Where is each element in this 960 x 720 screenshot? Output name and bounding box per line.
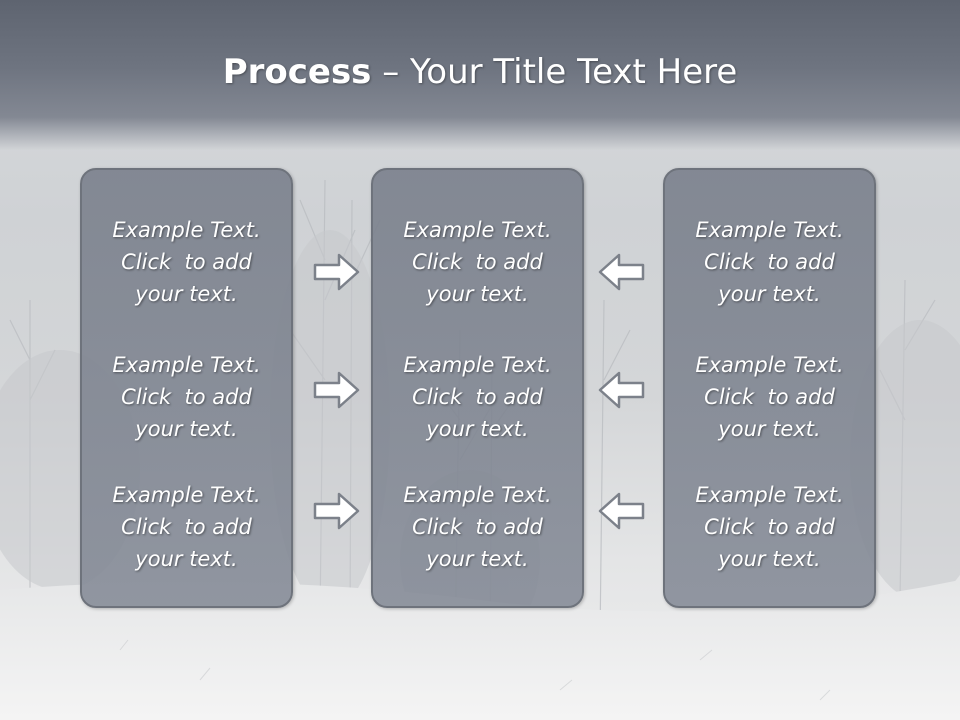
text-line: your text. <box>718 282 821 306</box>
arrow-left-icon <box>598 492 645 530</box>
text-line: your text. <box>135 547 238 571</box>
text-line: Example Text. <box>403 483 552 507</box>
text-line: your text. <box>718 417 821 441</box>
text-line: Example Text. <box>695 353 844 377</box>
text-block[interactable]: Example Text. Click to add your text. <box>373 214 582 310</box>
text-block[interactable]: Example Text. Click to add your text. <box>82 214 291 310</box>
title-bar <box>0 0 960 150</box>
text-line: Click to add <box>704 385 835 409</box>
text-line: Example Text. <box>112 483 261 507</box>
arrow-left-icon <box>598 371 645 409</box>
arrow-right-icon <box>313 371 360 409</box>
text-line: Click to add <box>704 250 835 274</box>
text-block[interactable]: Example Text. Click to add your text. <box>665 349 874 445</box>
text-line: your text. <box>135 282 238 306</box>
text-line: Click to add <box>704 515 835 539</box>
text-line: Example Text. <box>695 483 844 507</box>
text-line: your text. <box>135 417 238 441</box>
text-block[interactable]: Example Text. Click to add your text. <box>373 349 582 445</box>
arrow-right-icon <box>313 492 360 530</box>
text-line: Example Text. <box>695 218 844 242</box>
text-line: Example Text. <box>112 353 261 377</box>
title-bold: Process <box>222 52 372 92</box>
arrow-left-icon <box>598 253 645 291</box>
slide-title: Process – Your Title Text Here <box>0 52 960 92</box>
text-block[interactable]: Example Text. Click to add your text. <box>82 479 291 575</box>
center-panel[interactable]: Example Text. Click to add your text. Ex… <box>371 168 584 608</box>
title-rest: – Your Title Text Here <box>371 52 738 92</box>
left-panel[interactable]: Example Text. Click to add your text. Ex… <box>80 168 293 608</box>
arrow-right-icon <box>313 253 360 291</box>
text-block[interactable]: Example Text. Click to add your text. <box>373 479 582 575</box>
text-line: Click to add <box>121 385 252 409</box>
text-block[interactable]: Example Text. Click to add your text. <box>82 349 291 445</box>
text-line: Click to add <box>412 515 543 539</box>
text-block[interactable]: Example Text. Click to add your text. <box>665 479 874 575</box>
text-line: your text. <box>718 547 821 571</box>
text-line: Example Text. <box>112 218 261 242</box>
text-block[interactable]: Example Text. Click to add your text. <box>665 214 874 310</box>
text-line: Click to add <box>121 250 252 274</box>
text-line: your text. <box>426 282 529 306</box>
right-panel[interactable]: Example Text. Click to add your text. Ex… <box>663 168 876 608</box>
text-line: Click to add <box>412 250 543 274</box>
text-line: Example Text. <box>403 218 552 242</box>
text-line: your text. <box>426 547 529 571</box>
text-line: Example Text. <box>403 353 552 377</box>
text-line: Click to add <box>121 515 252 539</box>
text-line: your text. <box>426 417 529 441</box>
text-line: Click to add <box>412 385 543 409</box>
